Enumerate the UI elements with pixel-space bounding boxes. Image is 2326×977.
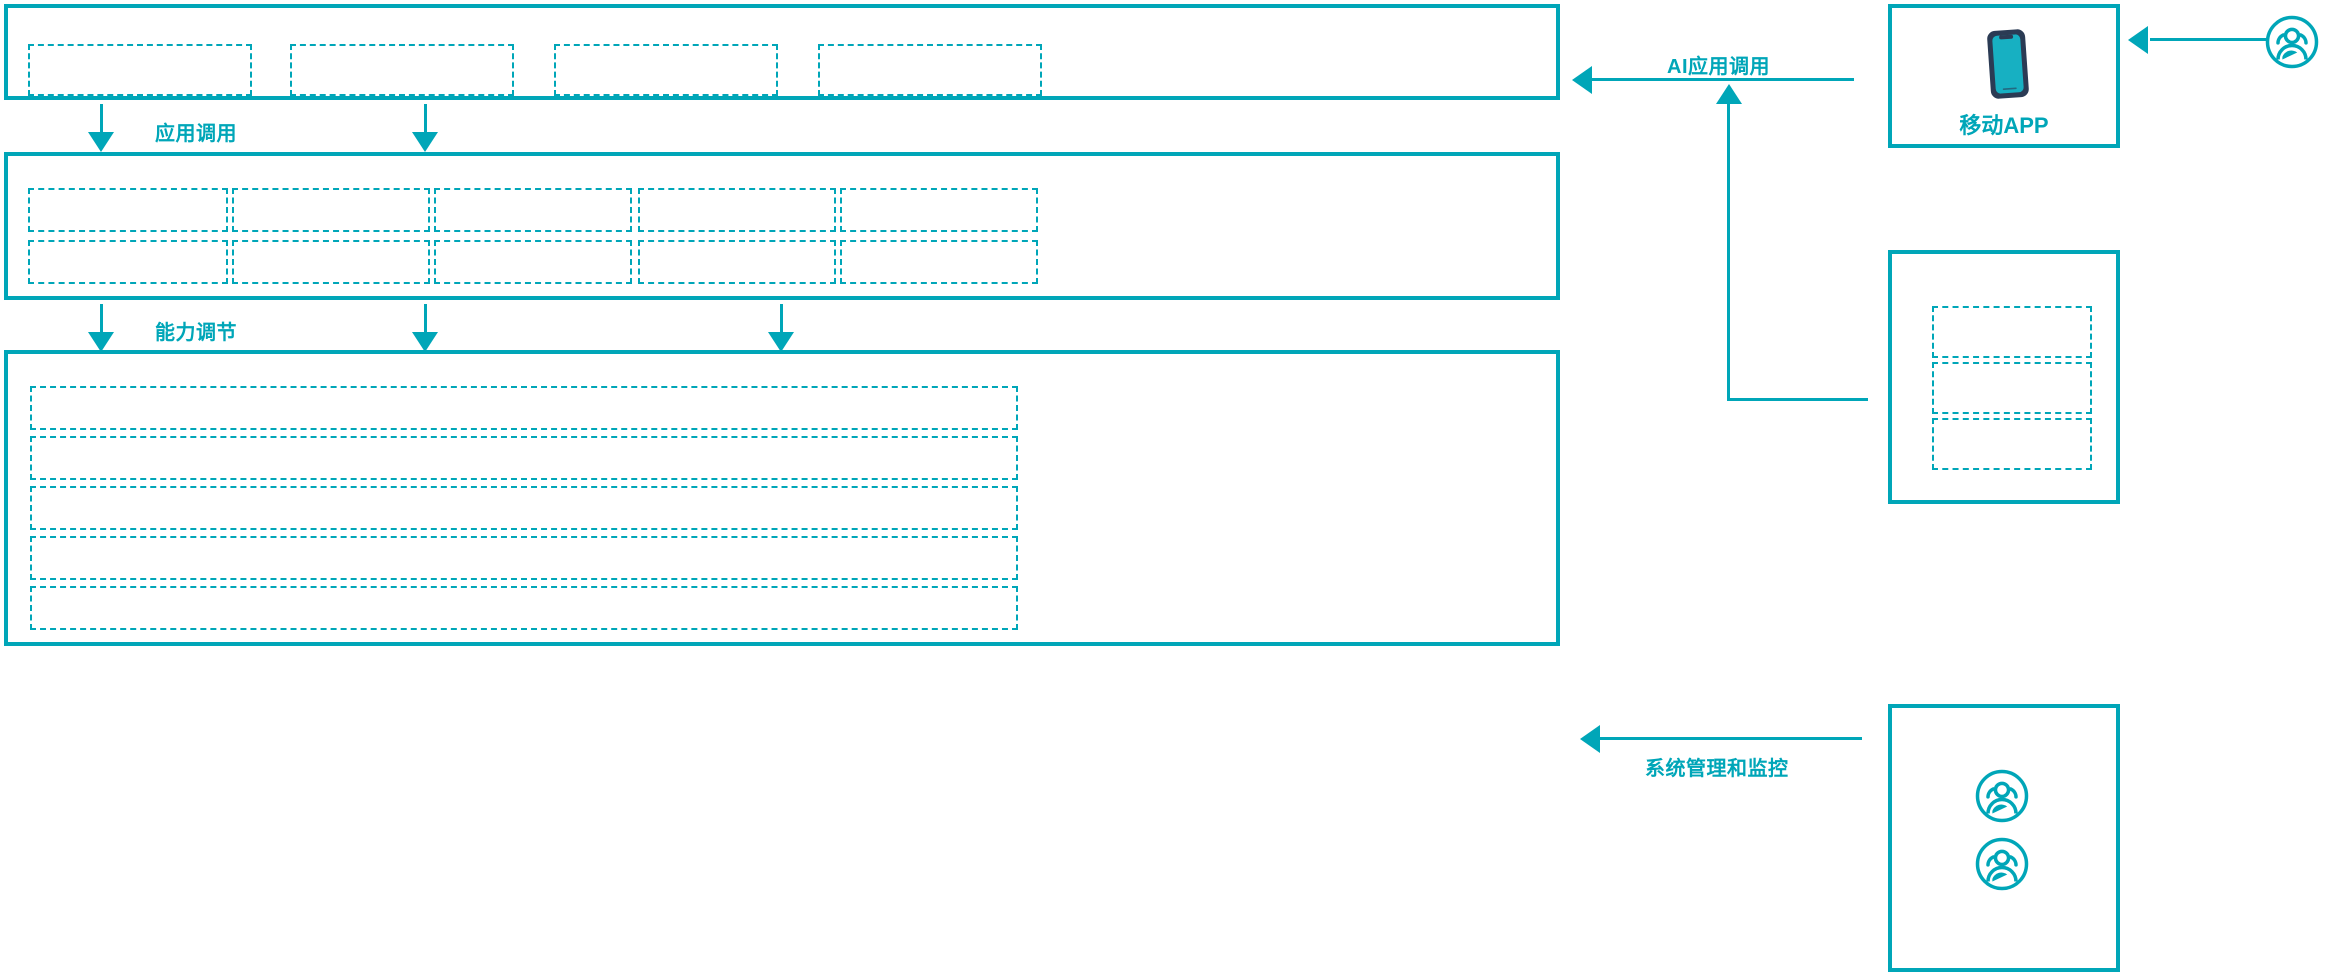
app-invoke-connector-1-line xyxy=(100,104,103,138)
capability-slot-r2c5[interactable] xyxy=(840,240,1038,284)
capability-slot-r2c2[interactable] xyxy=(232,240,430,284)
system-manage-arrowhead xyxy=(1580,725,1600,753)
capability-tune-connector-2-arrowhead xyxy=(412,332,438,352)
end-user-to-app-arrowhead xyxy=(2128,26,2148,54)
app-invoke-connector-1-arrowhead xyxy=(88,132,114,152)
capability-slot-r1c4[interactable] xyxy=(638,188,836,232)
platform-layer-panel xyxy=(4,350,1560,646)
channel-elbow-horizontal xyxy=(1727,398,1868,401)
operations-user-icon-1[interactable] xyxy=(1974,768,2030,824)
app-slot-1[interactable] xyxy=(28,44,252,96)
capability-slot-r2c1[interactable] xyxy=(28,240,228,284)
end-user-to-app-line xyxy=(2150,38,2266,41)
operations-panel xyxy=(1888,704,2120,972)
capability-slot-r1c1[interactable] xyxy=(28,188,228,232)
channel-panel xyxy=(1888,250,2120,504)
application-layer-panel xyxy=(4,4,1560,100)
platform-row-3[interactable] xyxy=(30,486,1018,530)
capability-tune-connector-3-arrowhead xyxy=(768,332,794,352)
users-group-icon xyxy=(2265,15,2319,69)
system-manage-line xyxy=(1600,737,1862,740)
users-group-icon xyxy=(1975,769,2029,823)
platform-row-2[interactable] xyxy=(30,436,1018,480)
ai-app-invoke-arrowhead xyxy=(1572,66,1592,94)
platform-row-1[interactable] xyxy=(30,386,1018,430)
capability-slot-r2c3[interactable] xyxy=(434,240,632,284)
capability-tune-connector-3-line xyxy=(780,304,783,338)
platform-row-4[interactable] xyxy=(30,536,1018,580)
channel-slot-2[interactable] xyxy=(1932,362,2092,414)
mobile-app-panel: 移动APP xyxy=(1888,4,2120,148)
capability-tune-connector-1-arrowhead xyxy=(88,332,114,352)
users-group-icon xyxy=(1975,837,2029,891)
capability-slot-r1c2[interactable] xyxy=(232,188,430,232)
app-invoke-connector-2-arrowhead xyxy=(412,132,438,152)
channel-slot-1[interactable] xyxy=(1932,306,2092,358)
ai-app-invoke-line xyxy=(1592,78,1854,81)
capability-layer-panel xyxy=(4,152,1560,300)
app-invoke-connector-2-line xyxy=(424,104,427,138)
mobile-app-label: 移动APP xyxy=(1959,113,2049,138)
capability-tune-connector-2-line xyxy=(424,304,427,338)
platform-row-5[interactable] xyxy=(30,586,1018,630)
edge-label-capability-tune: 能力调节 xyxy=(155,322,237,344)
capability-slot-r1c5[interactable] xyxy=(840,188,1038,232)
app-slot-4[interactable] xyxy=(818,44,1042,96)
app-slot-3[interactable] xyxy=(554,44,778,96)
edge-label-ai-app-invoke: AI应用调用 xyxy=(1667,56,1770,78)
edge-label-app-invoke: 应用调用 xyxy=(155,123,237,145)
capability-tune-connector-1-line xyxy=(100,304,103,338)
channel-elbow-arrowhead xyxy=(1716,84,1742,104)
edge-label-system-manage-monitor: 系统管理和监控 xyxy=(1645,758,1789,780)
app-slot-2[interactable] xyxy=(290,44,514,96)
capability-slot-r1c3[interactable] xyxy=(434,188,632,232)
channel-slot-3[interactable] xyxy=(1932,418,2092,470)
operations-user-icon-2[interactable] xyxy=(1974,836,2030,892)
capability-slot-r2c4[interactable] xyxy=(638,240,836,284)
smartphone-icon xyxy=(1974,26,2042,102)
channel-elbow-vertical xyxy=(1727,100,1730,400)
end-user-actor[interactable] xyxy=(2264,14,2320,70)
